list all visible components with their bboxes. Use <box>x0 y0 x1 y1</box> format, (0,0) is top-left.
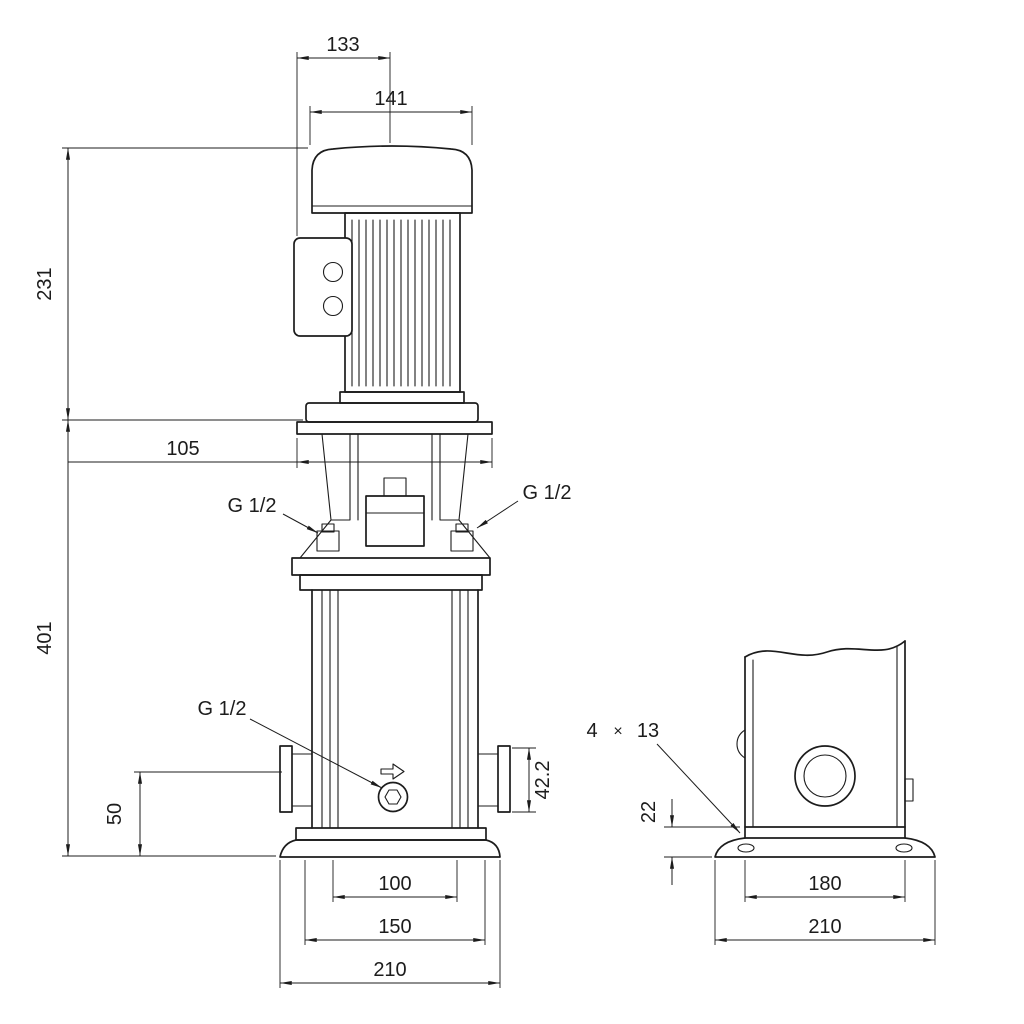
leader-plug-right <box>476 500 519 529</box>
dim-150: 150 <box>378 916 411 938</box>
port-left <box>279 745 313 813</box>
label-plug-left: G 1/2 <box>228 495 277 517</box>
cable-entry-top <box>322 261 344 283</box>
dim-141: 141 <box>374 88 407 110</box>
drain-plug-hex <box>384 789 402 805</box>
stool-plate <box>296 421 493 435</box>
base-skirt <box>279 839 501 858</box>
shaft-guard <box>383 477 407 497</box>
dimension-texts: 133 141 231 401 105 G 1/2 G 1/2 G 1/2 42… <box>34 34 842 981</box>
label-times-sign: × <box>613 723 622 740</box>
port-flange-bump <box>736 729 746 759</box>
port-right <box>477 745 511 813</box>
port-opening-outer <box>794 745 856 807</box>
dim-22: 22 <box>638 801 660 823</box>
drain-plug <box>377 781 409 813</box>
staybolts <box>321 589 469 829</box>
base-skirt-side <box>714 837 936 858</box>
cooling-fins <box>351 219 451 387</box>
coupling <box>365 495 425 547</box>
front-view <box>279 145 511 858</box>
port-opening-inner <box>803 754 847 798</box>
break-line <box>744 640 906 658</box>
flow-arrow-icon <box>380 763 405 780</box>
dim-210-front: 210 <box>373 959 406 981</box>
label-drain-plug: G 1/2 <box>198 698 247 720</box>
fan-cover <box>311 145 473 214</box>
motor-flange <box>305 402 479 423</box>
nameplate-tab <box>904 778 914 802</box>
motor-band <box>339 391 465 404</box>
vent-plug-left <box>316 523 340 552</box>
leader-drain-plug <box>249 718 383 789</box>
vent-plug-right <box>450 523 474 552</box>
extension-lines <box>62 52 936 988</box>
dim-133: 133 <box>326 34 359 56</box>
label-plug-right: G 1/2 <box>523 482 572 504</box>
leader-plug-left <box>282 513 319 534</box>
leader-bolt-hole <box>656 743 741 834</box>
head-flange-upper <box>291 557 491 576</box>
dim-180: 180 <box>808 873 841 895</box>
head-flange-lower <box>299 574 483 591</box>
dim-105: 105 <box>166 438 199 460</box>
staybolt-lines <box>752 646 898 828</box>
sleeve <box>311 589 479 829</box>
dimension-lines <box>65 55 936 986</box>
dim-50: 50 <box>104 803 126 825</box>
bolt-hole-left <box>737 843 755 853</box>
dim-42-2: 42.2 <box>532 761 554 800</box>
dim-100: 100 <box>378 873 411 895</box>
dim-401: 401 <box>34 621 56 654</box>
label-hole-size: 13 <box>637 720 659 742</box>
dim-210-side: 210 <box>808 916 841 938</box>
cable-entry-bottom <box>322 295 344 317</box>
stool-struts <box>299 433 491 559</box>
bolt-hole-right <box>895 843 913 853</box>
side-view <box>714 640 936 858</box>
dim-231: 231 <box>34 267 56 300</box>
sleeve-edges <box>744 640 906 839</box>
base-plate <box>295 827 487 841</box>
label-hole-count: 4 <box>586 720 597 742</box>
terminal-box <box>293 237 353 337</box>
